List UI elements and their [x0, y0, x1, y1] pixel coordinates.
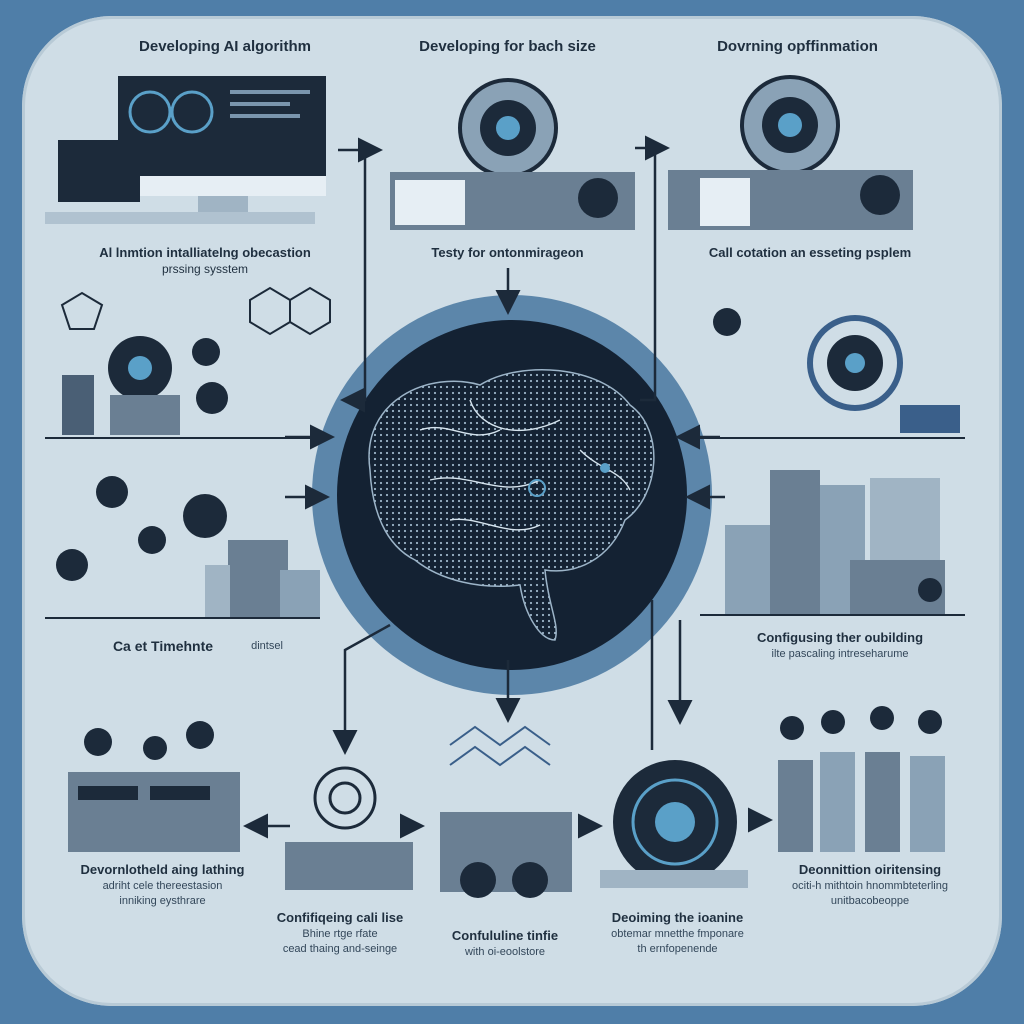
label-left-middle-tag: dintsel	[251, 640, 283, 652]
label-bottom-2-title: Confifiqeing cali lise	[276, 910, 404, 925]
building-icon	[700, 470, 965, 616]
label-bottom-5-b: unitbacobeoppe	[830, 895, 910, 907]
gear-icon	[285, 766, 413, 890]
label-bottom-3-a: with oi-eoolstore	[464, 946, 546, 958]
label-left-middle: Ca et Timehnte	[112, 638, 214, 654]
label-bottom-2-b: cead thaing and-seinge	[282, 943, 398, 955]
monitor-icon	[45, 76, 326, 224]
brain-icon	[312, 295, 712, 695]
label-bottom-4-b: th ernfopenende	[637, 943, 718, 955]
label-bottom-5-a: ociti-h mithtoin hnommbteterling	[792, 880, 948, 892]
label-bottom-5-title: Deonnittion oiritensing	[798, 862, 942, 877]
label-mid-left-2: prssing sysstem	[161, 262, 249, 276]
gear-icon	[45, 286, 331, 439]
building-icon	[45, 476, 320, 619]
camera-icon	[390, 78, 635, 230]
label-bottom-1-a: adriht cele thereestasion	[102, 880, 223, 892]
label-bottom-1-title: Devornlotheld aing lathing	[80, 862, 245, 877]
label-bottom-1-b: inniking eysthrare	[119, 895, 206, 907]
camera-icon	[700, 308, 965, 439]
label-top-left: Developing AI algorithm	[139, 38, 311, 55]
silo-icon	[778, 706, 945, 852]
label-bottom-2-a: Bhine rtge rfate	[302, 928, 378, 940]
label-top-center: Developing for bach size	[419, 38, 596, 55]
gear-icon	[600, 760, 748, 888]
label-bottom-3-title: Confululine tinfie	[451, 928, 559, 943]
connector-arrows	[243, 135, 773, 839]
camera-icon	[668, 75, 913, 230]
label-mid-right: Call cotation an esseting psplem	[708, 245, 912, 260]
building-icon	[68, 721, 240, 852]
label-bottom-4-title: Deoiming the ioanine	[611, 910, 744, 925]
label-mid-left-1: Al lnmtion intalliatelng obecastion	[99, 245, 311, 260]
label-bottom-4-a: obtemar mnetthe fmponare	[611, 928, 744, 940]
label-top-right: Dovrning opffinmation	[717, 38, 878, 55]
network-icon	[440, 725, 572, 898]
label-right-middle-1: Configusing ther oubilding	[756, 630, 924, 645]
label-mid-center: Testy for ontonmirageon	[431, 245, 584, 260]
label-right-middle-2: ilte pascaling intreseharume	[771, 648, 909, 660]
